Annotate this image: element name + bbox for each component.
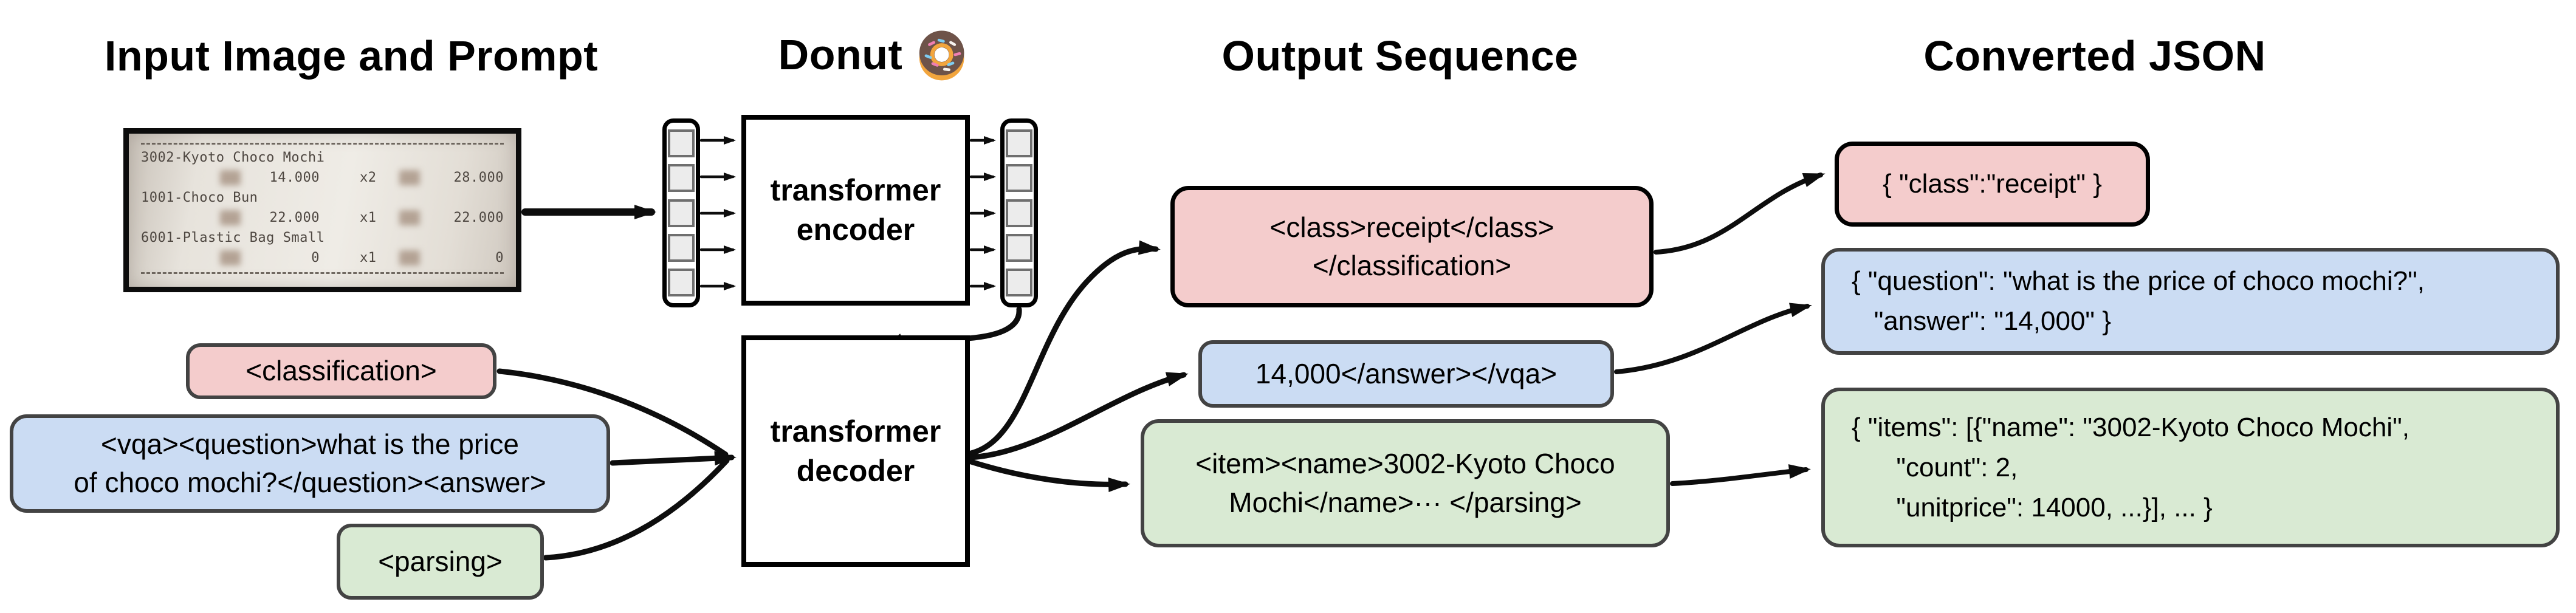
receipt-item-price-row: 22.000 x1 22.000 <box>141 208 504 228</box>
receipt-total: 22.000 <box>453 210 504 225</box>
json-classification-box: { "class":"receipt" } <box>1835 142 2150 227</box>
patch-square <box>1006 164 1032 193</box>
column-title-output: Output Sequence <box>1221 32 1579 80</box>
column-title-model: Donut <box>778 27 970 83</box>
patch-square <box>1006 129 1032 157</box>
arrow-prompt-classification-to-decoder <box>496 368 729 457</box>
patch-square <box>668 199 695 227</box>
patch-square <box>668 129 695 157</box>
prompt-vqa-box: <vqa><question>what is the price of choc… <box>10 414 610 513</box>
patch-square <box>1006 233 1032 262</box>
model-title-label: Donut <box>778 31 903 78</box>
arrow-classification-to-json <box>1654 173 1826 255</box>
input-receipt-image: 3002-Kyoto Choco Mochi 14.000 x2 28.000 … <box>123 128 521 292</box>
prompt-classification-box: <classification> <box>186 343 496 399</box>
patch-square <box>668 233 695 262</box>
patch-square <box>668 269 695 296</box>
column-title-input: Input Image and Prompt <box>104 32 599 80</box>
receipt-unit-price: 14.000 <box>269 170 320 185</box>
receipt-item-name: 6001-Plastic Bag Small <box>141 230 325 245</box>
redaction-blur <box>220 250 241 265</box>
redaction-blur <box>399 250 420 265</box>
prompt-parsing-box: <parsing> <box>337 524 544 600</box>
json-parsing-box: { "items": [{"name": "3002-Kyoto Choco M… <box>1821 388 2560 547</box>
arrow-prompt-vqa-to-decoder <box>610 451 737 466</box>
receipt-qty: x1 <box>360 250 377 265</box>
redaction-blur <box>220 210 241 225</box>
receipt-dashed-separator <box>141 272 504 274</box>
output-classification-box: <class>receipt</class> </classification> <box>1170 186 1654 307</box>
receipt-unit-price: 22.000 <box>269 210 320 225</box>
transformer-decoder-box: transformer decoder <box>741 335 970 567</box>
receipt-qty: x1 <box>360 210 377 225</box>
arrow-prompt-parsing-to-decoder <box>543 457 730 561</box>
patch-square <box>1006 199 1032 227</box>
receipt-item-price-row: 0 x1 0 <box>141 248 504 268</box>
receipt-item-name: 1001-Choco Bun <box>141 190 258 205</box>
redaction-blur <box>399 170 420 185</box>
receipt-item-price-row: 14.000 x2 28.000 <box>141 168 504 188</box>
donut-icon <box>919 30 964 81</box>
redaction-blur <box>399 210 420 225</box>
receipt-item-name: 3002-Kyoto Choco Mochi <box>141 150 325 165</box>
receipt-unit-price: 0 <box>311 250 320 265</box>
arrow-decoder-to-classification-output <box>968 240 1161 456</box>
transformer-encoder-box: transformer encoder <box>741 115 970 306</box>
output-patch-column <box>1000 118 1038 307</box>
column-title-json: Converted JSON <box>1923 32 2266 80</box>
arrow-decoder-to-parsing-output <box>968 459 1130 493</box>
output-parsing-box: <item><name>3002-Kyoto Choco Mochi</name… <box>1141 419 1670 547</box>
patch-square <box>1006 269 1032 296</box>
receipt-total: 0 <box>495 250 504 265</box>
arrow-decoder-to-vqa-output <box>968 372 1189 461</box>
arrow-parsing-to-json <box>1670 464 1811 486</box>
output-vqa-box: 14,000</answer></vqa> <box>1198 340 1614 408</box>
receipt-total: 28.000 <box>453 170 504 185</box>
arrow-vqa-to-json <box>1614 303 1812 374</box>
receipt-qty: x2 <box>360 170 377 185</box>
receipt-dashed-separator <box>141 143 504 145</box>
redaction-blur <box>220 170 241 185</box>
json-vqa-box: { "question": "what is the price of choc… <box>1821 248 2560 355</box>
input-patch-column <box>662 118 700 307</box>
patch-square <box>668 164 695 193</box>
